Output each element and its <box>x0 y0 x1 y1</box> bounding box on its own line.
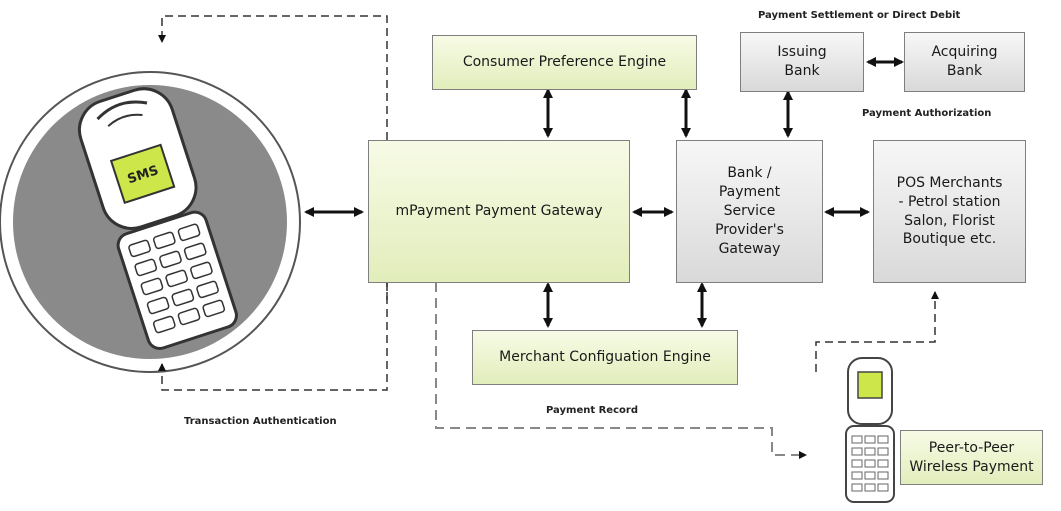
pos-phone-link <box>815 291 939 372</box>
pos-merchants-box: POS Merchants - Petrol station Salon, Fl… <box>873 140 1026 283</box>
issuing-bank-box: Issuing Bank <box>740 32 864 92</box>
settlement-label: Payment Settlement or Direct Debit <box>758 10 961 21</box>
merchant-configuration-engine-box: Merchant Configuation Engine <box>472 330 738 385</box>
payment-record-label: Payment Record <box>546 405 638 416</box>
peer-to-peer-box: Peer-to-Peer Wireless Payment <box>900 430 1043 485</box>
authorization-label: Payment Authorization <box>862 108 992 119</box>
mpayment-gateway-box: mPayment Payment Gateway <box>368 140 630 283</box>
double-arrows <box>304 57 904 328</box>
payment-record-path <box>435 282 807 459</box>
bank-gateway-box: Bank / Payment Service Provider's Gatewa… <box>676 140 823 283</box>
small-phone-illustration <box>845 357 895 503</box>
transaction-authentication-label: Transaction Authentication <box>184 416 337 427</box>
acquiring-bank-box: Acquiring Bank <box>904 32 1025 92</box>
transaction-auth-loop <box>158 15 391 391</box>
phone-circle-illustration: SMS <box>0 71 301 373</box>
consumer-preference-engine-box: Consumer Preference Engine <box>432 35 697 90</box>
